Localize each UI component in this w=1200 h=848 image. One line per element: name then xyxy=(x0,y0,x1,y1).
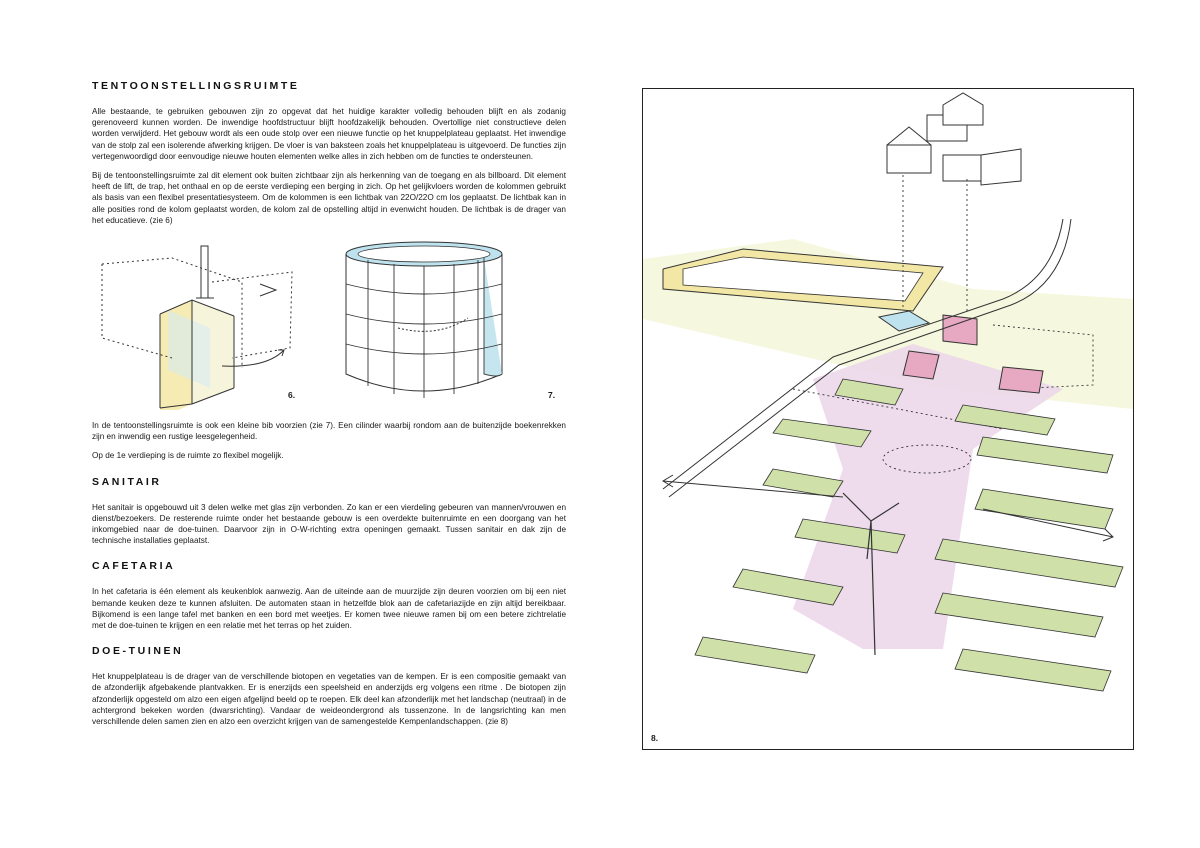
paragraph-tentoonstelling-3: In de tentoonstellingsruimte is ook een … xyxy=(92,421,566,442)
paragraph-tentoonstelling-2: Bij de tentoonstellingsruimte zal dit el… xyxy=(92,171,566,225)
paragraph-tentoonstelling-4: Op de 1e verdieping is de ruimte zo flex… xyxy=(92,451,284,461)
heading-doe-tuinen: DOE-TUINEN xyxy=(92,645,184,658)
paragraph-sanitair: Het sanitair is opgebouwd uit 3 delen we… xyxy=(92,502,566,546)
paragraph-doe-tuinen: Het knuppelplateau is de drager van de v… xyxy=(92,672,566,727)
sketch-lightbox-column xyxy=(101,245,293,411)
figure-label-8: 8. xyxy=(651,733,659,743)
paragraph-tentoonstelling-1: Alle bestaande, te gebruiken gebouwen zi… xyxy=(92,107,566,161)
heading-tentoonstellingsruimte: TENTOONSTELLINGSRUIMTE xyxy=(92,80,300,92)
figure-label-6: 6. xyxy=(288,390,296,401)
sketch-site-perspective xyxy=(643,92,1133,692)
heading-sanitair: SANITAIR xyxy=(92,475,162,488)
text-column: TENTOONSTELLINGSRUIMTE Alle bestaande, t… xyxy=(92,80,566,735)
heading-cafetaria: CAFETARIA xyxy=(92,560,176,573)
figure-label-7: 7. xyxy=(548,390,556,401)
sketch-cylinder-library xyxy=(345,241,503,399)
sketches-row: 6. 7. xyxy=(92,238,566,411)
figure-8-frame: 8. xyxy=(642,88,1134,750)
paragraph-cafetaria: In het cafetaria is één element als keuk… xyxy=(92,587,566,631)
